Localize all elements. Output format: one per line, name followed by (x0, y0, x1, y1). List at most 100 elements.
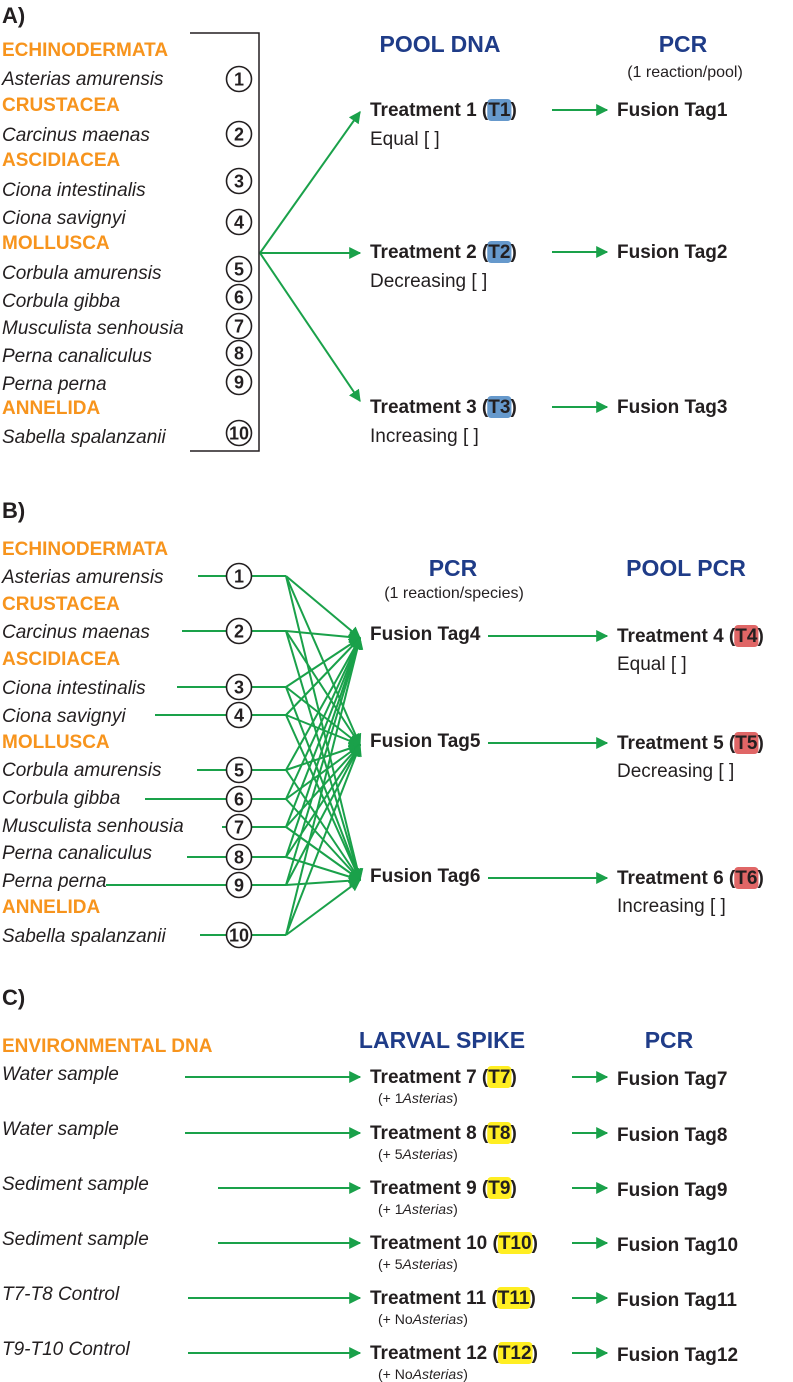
panel-b-species-1-number: 1 (234, 567, 244, 587)
panel-b-link-10-to-fusion-6 (285, 879, 361, 936)
panel-a-treatment-1-tag: T1 (488, 100, 511, 121)
panel-c-treatment-10-tag-highlight (497, 1232, 533, 1254)
panel-a-species-1-number: 1 (234, 70, 244, 90)
panel-a-species-9-circle (225, 368, 253, 396)
panel-c-treatment-7-label: Treatment 7 ( (370, 1067, 489, 1088)
panel-b-species: Perna perna (2, 871, 107, 892)
panel-c-fusion-tag-9: Fusion Tag9 (617, 1180, 727, 1201)
panel-a-phylum: CRUSTACEA (2, 95, 120, 116)
panel-b-species: Perna canaliculus (2, 843, 152, 864)
panel-b-treatment-6-close: ) (757, 868, 763, 889)
panel-b-species: Sabella spalanzanii (2, 926, 167, 947)
panel-c-treatment-12-tag: T12 (499, 1343, 532, 1364)
panel-b-treatment-4-tag: T4 (735, 626, 758, 647)
panel-c-sample-10: Sediment sample (2, 1229, 149, 1250)
panel-b-pcr-subheading: (1 reaction/species) (384, 585, 524, 602)
panel-a-species-7-number: 7 (234, 317, 244, 337)
panel-c-fusion-tag-7: Fusion Tag7 (617, 1069, 727, 1090)
panel-b-link-4-to-fusion-6 (285, 714, 362, 882)
panel-a-species-10-number: 10 (229, 424, 249, 444)
panel-b-pcr-heading: PCR (429, 555, 478, 581)
panel-a-species-9-number: 9 (234, 373, 244, 393)
panel-b-link-4-to-fusion-4 (285, 637, 361, 716)
panel-a-species-2-circle (225, 120, 253, 148)
panel-a-treatment-1-tag-highlight (487, 99, 512, 121)
panel-b-species-3-number: 3 (234, 678, 244, 698)
panel-b-fusion-tag-4: Fusion Tag4 (370, 624, 481, 645)
panel-c-note-suffix-7: ) (453, 1090, 458, 1106)
panel-c-treatment-9-label: Treatment 9 ( (370, 1178, 489, 1199)
panel-b-link-3-to-fusion-4 (285, 637, 362, 688)
panel-b-fusion-tag-5: Fusion Tag5 (370, 731, 481, 752)
panel-c-note-species-9: Asterias (402, 1201, 454, 1217)
panel-b-species-8-number: 8 (234, 848, 244, 868)
panel-b-phylum: MOLLUSCA (2, 732, 110, 753)
panel-b-treatment-5-tag: T5 (735, 733, 758, 754)
panel-c-treatment-7-tag: T7 (488, 1067, 510, 1088)
panel-b-link-2-to-fusion-4 (285, 630, 362, 643)
panel-a-species: Corbula gibba (2, 291, 120, 312)
panel-b-link-7-to-fusion-6 (285, 826, 361, 881)
panel-b-link-2-to-fusion-6 (285, 630, 363, 882)
panel-a-concentration-3: Increasing [ ] (370, 426, 479, 447)
panel-a-phylum: MOLLUSCA (2, 233, 110, 254)
panel-a-pcr-subheading: (1 reaction/pool) (627, 64, 743, 81)
panel-c-treatment-9-close: ) (510, 1178, 516, 1199)
panel-b-species: Asterias amurensis (1, 567, 164, 588)
panel-c-fusion-tag-10: Fusion Tag10 (617, 1235, 738, 1256)
panel-b-treatment-4-close: ) (757, 626, 763, 647)
panel-b-link-2-to-fusion-5 (285, 630, 361, 747)
panel-b-link-6-to-fusion-4 (285, 636, 361, 800)
panel-b-link-9-to-fusion-4 (285, 636, 363, 886)
panel-b-species-6-circle (225, 785, 253, 813)
panel-c-note-species-10: Asterias (402, 1256, 454, 1272)
panel-c-note-species-7: Asterias (402, 1090, 454, 1106)
panel-a-species-10-circle (225, 419, 253, 447)
panel-a-treatment-1-label: Treatment 1 ( (370, 100, 489, 121)
panel-b-species-6-number: 6 (234, 790, 244, 810)
panel-a-label: A) (2, 3, 25, 28)
panel-c-treatment-9-tag-highlight (487, 1177, 512, 1199)
panel-a-arrow-to-t3 (259, 252, 361, 402)
panel-a-bracket (190, 32, 260, 452)
panel-c-label: C) (2, 985, 25, 1010)
panel-c-sample-12: T9-T10 Control (2, 1339, 131, 1360)
panel-b-species-3-circle (225, 673, 253, 701)
panel-a-treatment-2-label: Treatment 2 ( (370, 242, 489, 263)
panel-b-species-10-number: 10 (229, 926, 249, 946)
panel-b-link-1-to-fusion-4 (285, 575, 361, 639)
panel-b-concentration-5: Decreasing [ ] (617, 761, 734, 782)
panel-b-species-5-circle (225, 756, 253, 784)
panel-a-treatment-2-tag: T2 (488, 242, 510, 263)
panel-c-pcr-heading: PCR (645, 1027, 694, 1053)
panel-a-treatment-2-close: ) (510, 242, 516, 263)
panel-b-link-8-to-fusion-5 (285, 743, 361, 858)
panel-b-link-10-to-fusion-4 (285, 636, 364, 936)
panel-b-link-5-to-fusion-5 (285, 742, 362, 771)
panel-b-treatment-5-tag-highlight (734, 732, 759, 754)
panel-a-species-5-number: 5 (234, 260, 244, 280)
panel-c-note-suffix-11: ) (463, 1311, 468, 1327)
panel-a-species: Ciona savignyi (2, 208, 126, 229)
panel-a-species: Corbula amurensis (2, 263, 162, 284)
panel-b-species: Carcinus maenas (2, 622, 150, 643)
panel-a-species-2-number: 2 (234, 125, 244, 145)
panel-c-sample-9: Sediment sample (2, 1174, 149, 1195)
panel-b-link-8-to-fusion-4 (285, 636, 363, 858)
panel-c-spike-heading: LARVAL SPIKE (359, 1027, 525, 1053)
panel-b-link-6-to-fusion-5 (285, 744, 361, 800)
panel-a-species-7-circle (225, 312, 253, 340)
panel-b-phylum: ANNELIDA (2, 897, 100, 918)
panel-a-pcr-heading: PCR (659, 31, 708, 57)
panel-b-fusion-tag-6: Fusion Tag6 (370, 866, 480, 887)
panel-b-species-7-circle (225, 813, 253, 841)
panel-b-species-2-number: 2 (234, 622, 244, 642)
panel-b-link-10-to-fusion-5 (285, 743, 362, 936)
panel-b-species-9-circle (225, 871, 253, 899)
panel-a-species: Carcinus maenas (2, 125, 150, 146)
panel-c-note-prefix-10: (+ 5 (378, 1256, 403, 1272)
panel-c-treatment-11-label: Treatment 11 ( (370, 1288, 498, 1309)
panel-c-note-suffix-10: ) (453, 1256, 458, 1272)
